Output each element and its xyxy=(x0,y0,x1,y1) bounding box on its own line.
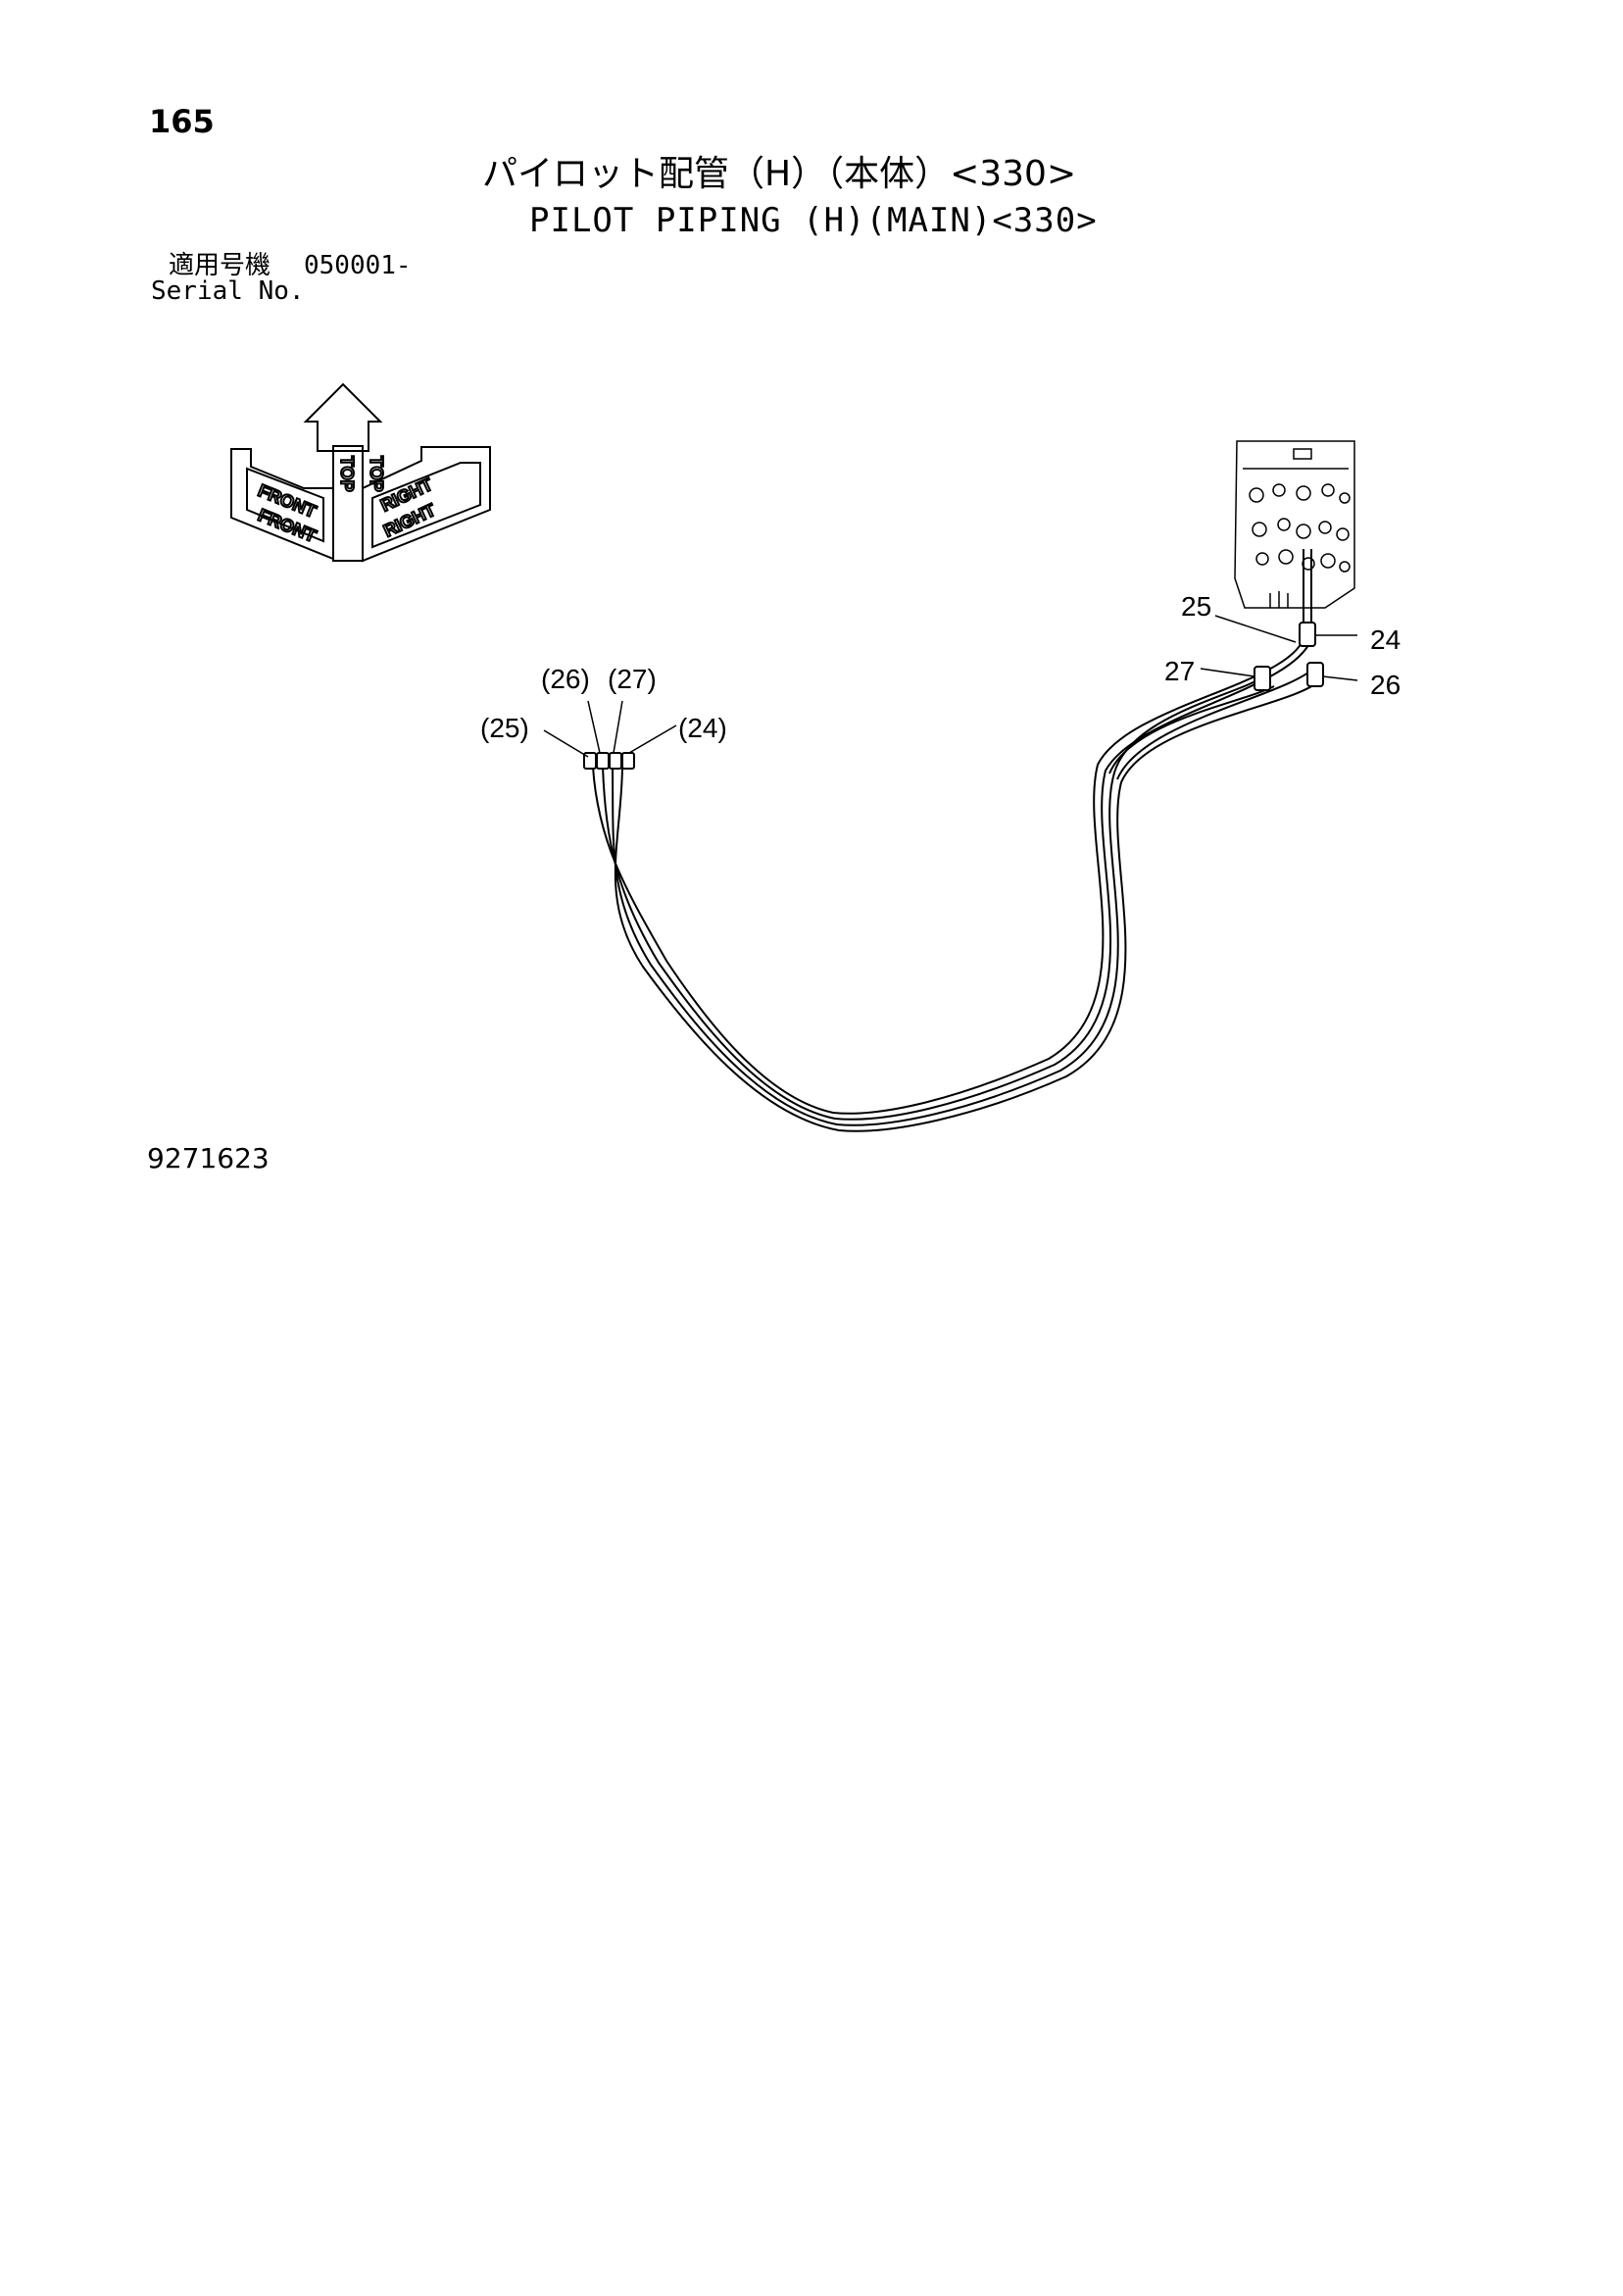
callout-left-25: (25) xyxy=(480,713,529,743)
top-label-right: TOP xyxy=(367,456,386,492)
callout-right-25: 25 xyxy=(1181,591,1211,622)
drawing-number: 9271623 xyxy=(147,1142,270,1174)
callout-left-27: (27) xyxy=(608,664,657,694)
page-number: 165 xyxy=(149,103,215,140)
callout-right-27: 27 xyxy=(1164,656,1195,686)
top-arrow xyxy=(303,382,383,452)
orientation-indicator: FRONT FRONT TOP TOP RIGHT RIGHT xyxy=(230,382,491,563)
right-face xyxy=(371,462,481,549)
top-label-left: TOP xyxy=(337,456,357,492)
hose-fittings xyxy=(583,622,1324,770)
hose-bundle xyxy=(592,549,1319,1132)
front-face xyxy=(230,448,334,561)
callout-left-24: (24) xyxy=(678,713,727,743)
page-title-japanese: パイロット配管（H）（本体）<330> xyxy=(482,154,1077,194)
serial-label-english: Serial No. xyxy=(151,276,305,306)
serial-label-japanese: 適用号機 xyxy=(169,251,271,280)
callout-left-26: (26) xyxy=(541,664,590,694)
callout-right-24: 24 xyxy=(1370,624,1401,655)
page-title-english: PILOT PIPING (H)(MAIN)<330> xyxy=(529,201,1098,240)
callout-right-26: 26 xyxy=(1370,670,1401,700)
serial-number-range: 050001- xyxy=(304,251,412,280)
leader-lines xyxy=(543,615,1358,758)
pilot-valve-block xyxy=(1234,440,1355,609)
